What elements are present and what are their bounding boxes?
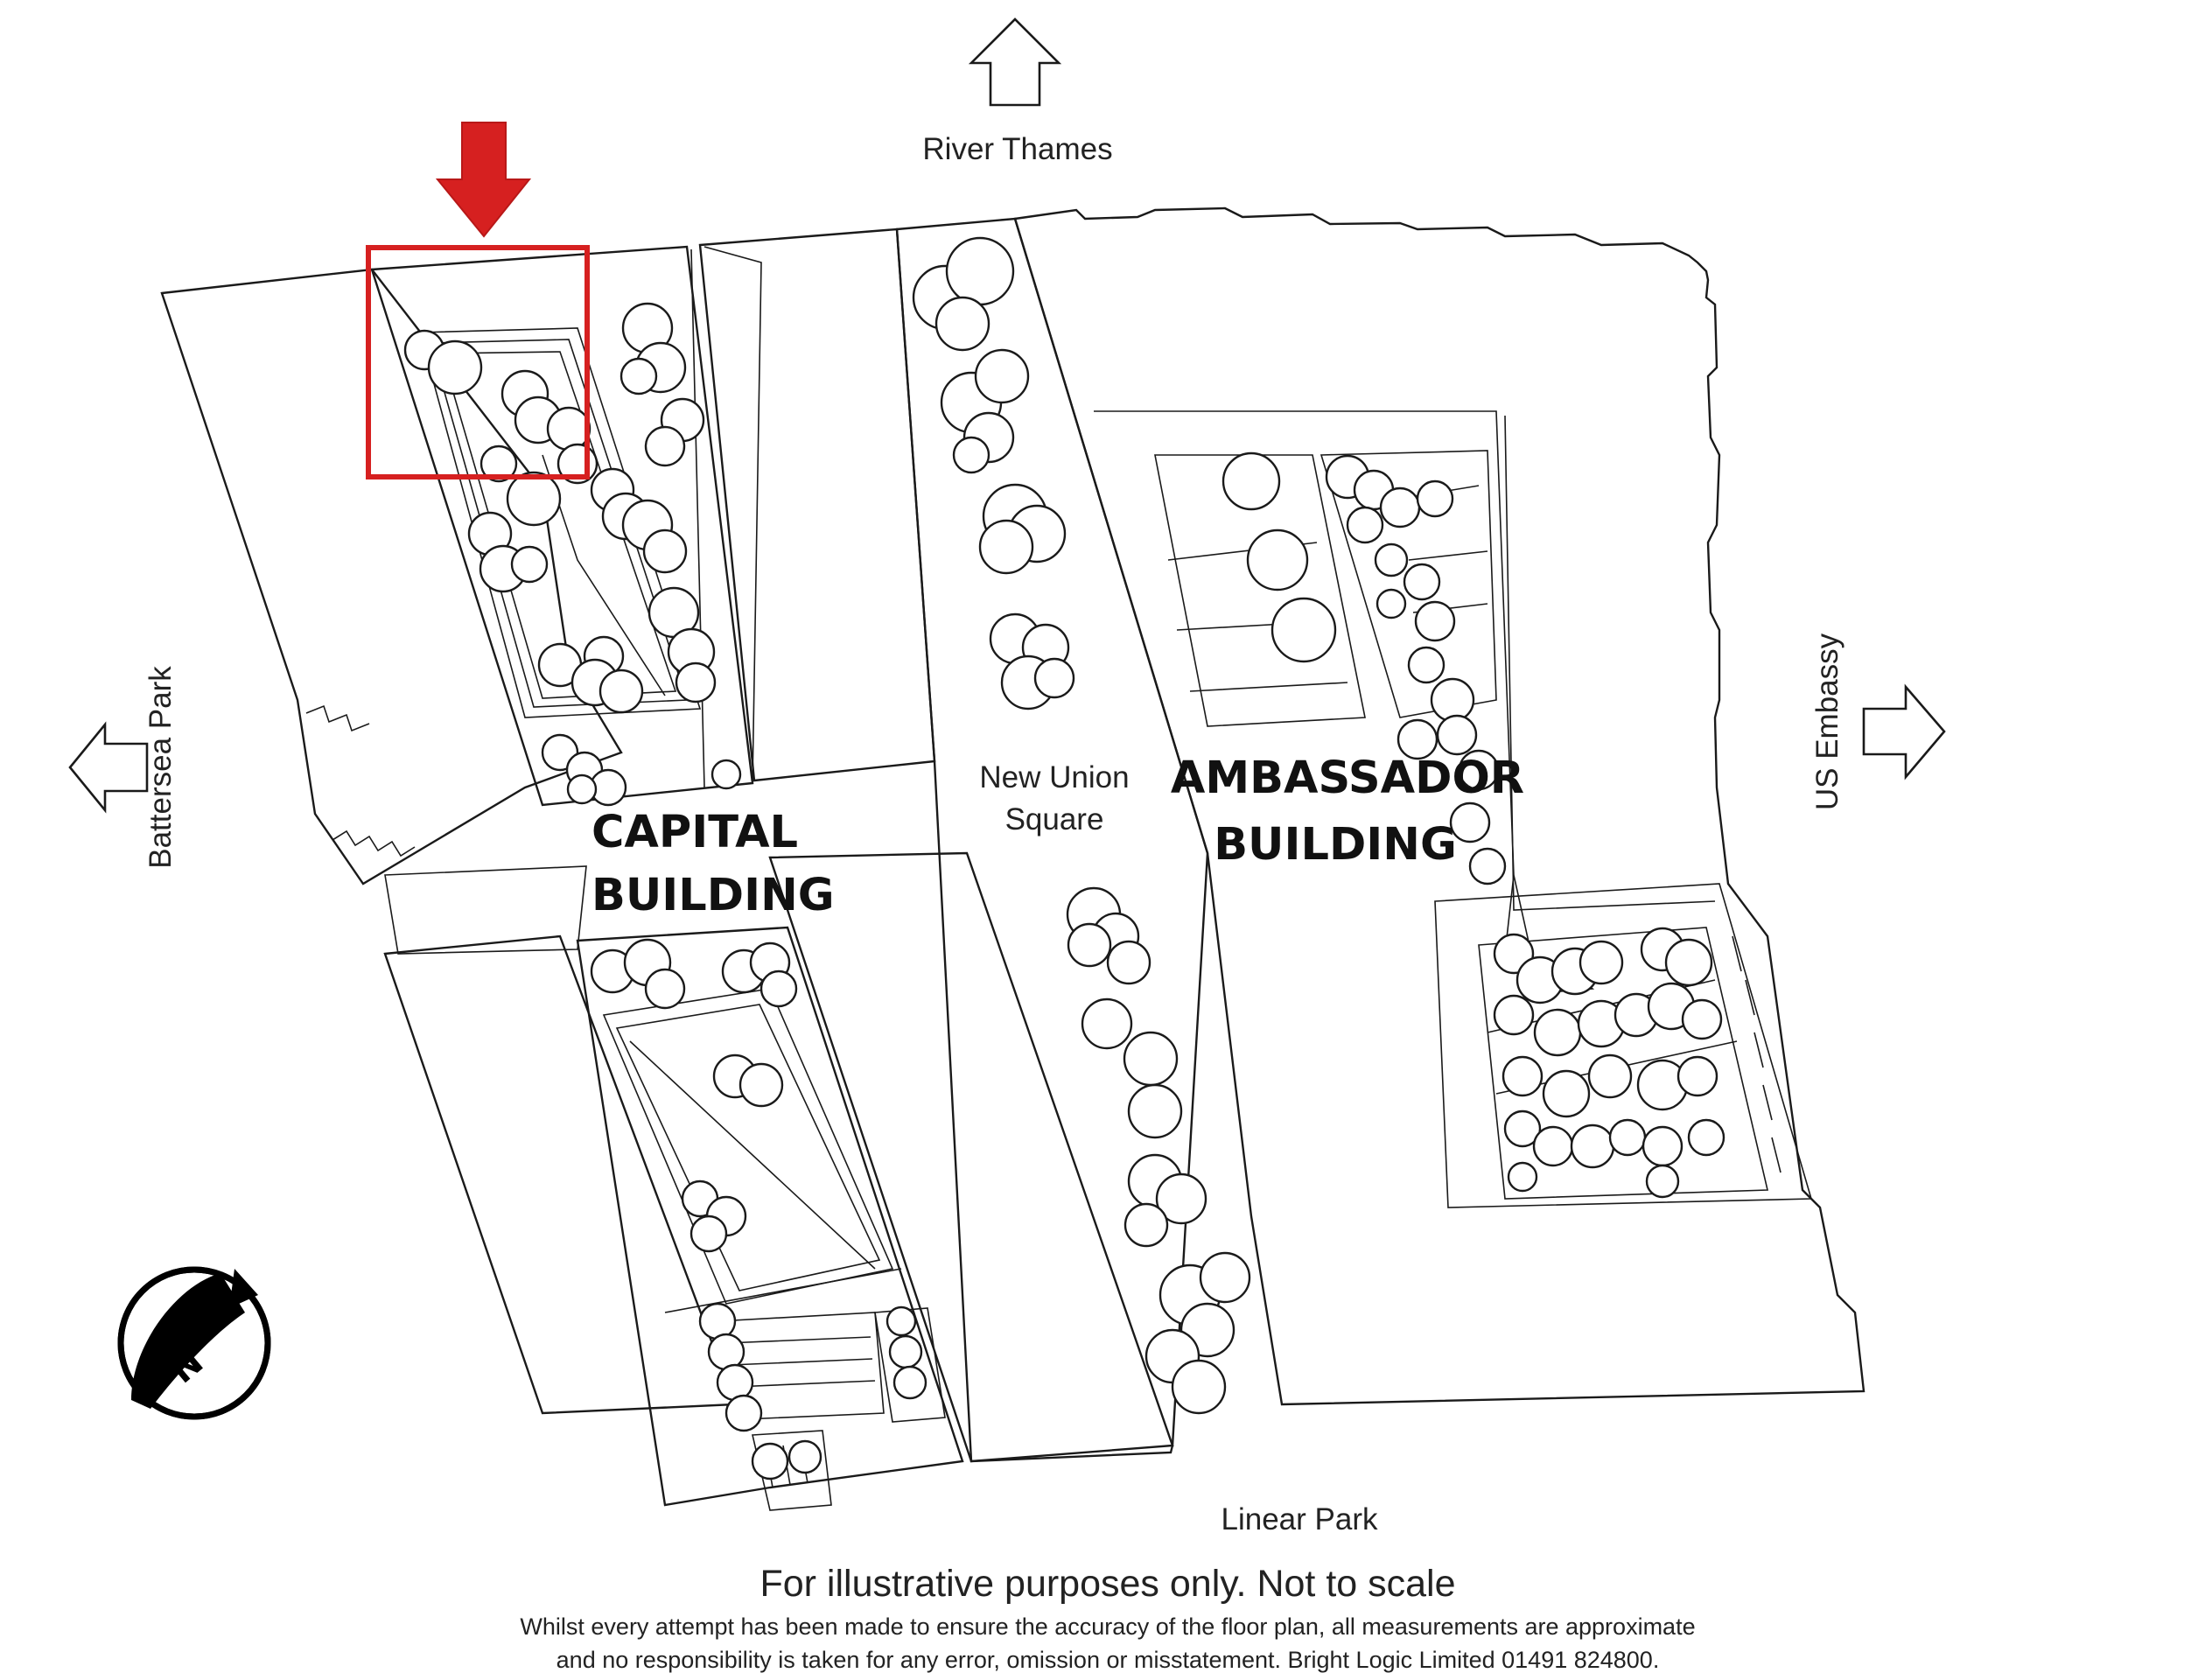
trees [403, 236, 1726, 1480]
west-arrow-icon [68, 721, 149, 814]
capital-north-courtyard [370, 245, 762, 807]
label-linear-park: Linear Park [1222, 1502, 1378, 1536]
capital-building-label-line1: CAPITAL [592, 807, 798, 858]
capital-east-block [698, 228, 936, 782]
disclaimer-line1: Whilst every attempt has been made to en… [520, 1614, 1695, 1640]
label-new-union-square-line1: New Union [979, 760, 1129, 794]
label-us-embassy: US Embassy [1810, 633, 1844, 810]
compass-icon [117, 1266, 271, 1420]
label-river-thames: River Thames [922, 132, 1112, 166]
location-marker-icon [435, 122, 532, 238]
highlight-box [366, 245, 590, 480]
capital-passage [384, 865, 587, 955]
label-battersea-park: Battersea Park [144, 666, 178, 869]
capital-building-label-line2: BUILDING [592, 870, 835, 921]
ambassador-building-label-line2: BUILDING [1214, 819, 1457, 871]
disclaimer-main: For illustrative purposes only. Not to s… [760, 1563, 1455, 1605]
north-arrow-icon [968, 18, 1062, 107]
label-new-union-square-line2: Square [1005, 802, 1104, 836]
ambassador-building-label-line1: AMBASSADOR [1171, 752, 1524, 804]
east-arrow-icon [1862, 683, 1946, 780]
capital-west-block [160, 268, 623, 886]
disclaimer-line2: and no responsibility is taken for any e… [556, 1647, 1660, 1673]
